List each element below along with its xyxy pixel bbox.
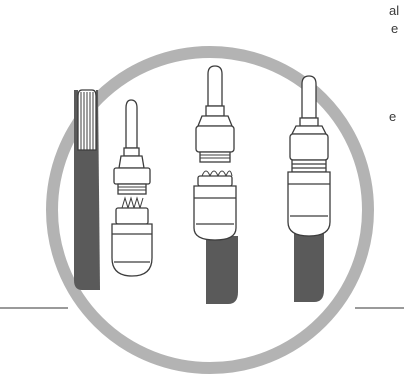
ribbon-cable-icon [74, 90, 100, 290]
